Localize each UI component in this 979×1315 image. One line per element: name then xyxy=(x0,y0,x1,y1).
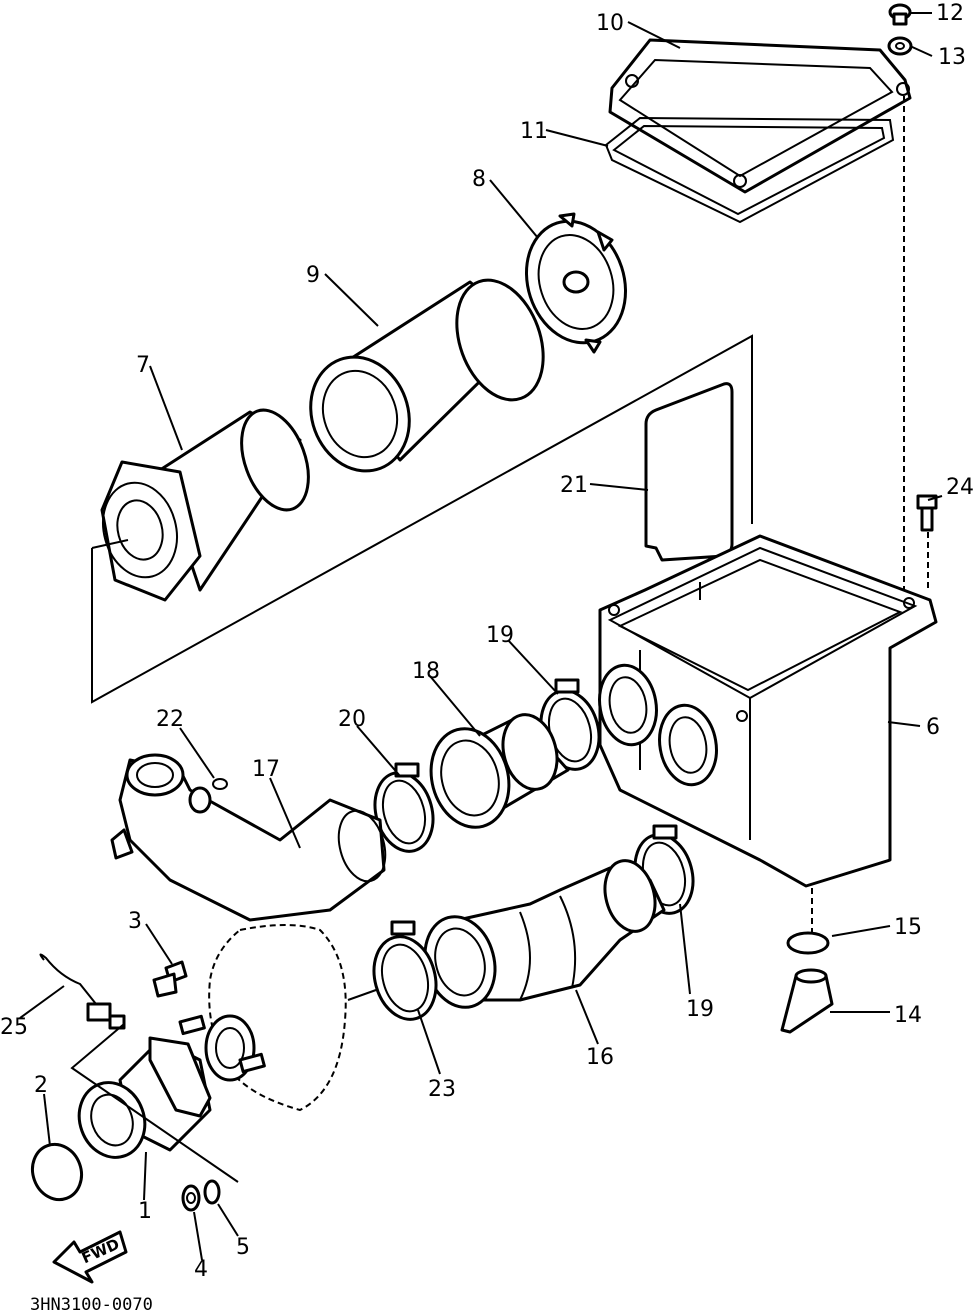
carburetor-joint xyxy=(77,1014,266,1159)
callout-22: 22 xyxy=(156,707,184,732)
callout-13: 13 xyxy=(938,45,966,70)
airbox-cover xyxy=(608,38,912,194)
callout-5: 5 xyxy=(236,1235,250,1260)
air-filter-case xyxy=(598,534,938,888)
cover-screw xyxy=(888,3,912,26)
hose-clip xyxy=(212,778,228,790)
air-filter-joint xyxy=(429,713,570,829)
assembly-line-sensor xyxy=(70,1023,239,1183)
screw-washer xyxy=(887,36,913,56)
callout-18: 18 xyxy=(412,659,440,684)
callout-12: 12 xyxy=(936,1,964,26)
element-cap xyxy=(524,212,628,354)
forward-arrow-icon: FWD xyxy=(52,1230,128,1284)
callout-19-lower: 19 xyxy=(686,997,714,1022)
callout-11: 11 xyxy=(520,119,548,144)
callout-6: 6 xyxy=(926,715,940,740)
joint-screw xyxy=(152,960,188,998)
leader-lines xyxy=(19,12,943,1261)
callout-23: 23 xyxy=(428,1077,456,1102)
callout-16: 16 xyxy=(586,1045,614,1070)
callout-15: 15 xyxy=(894,915,922,940)
callout-3: 3 xyxy=(128,909,142,934)
diagram-code: 3HN3100-0070 xyxy=(30,1295,153,1315)
callout-9: 9 xyxy=(306,263,320,288)
callout-8: 8 xyxy=(472,167,486,192)
drain-o-ring xyxy=(786,931,830,955)
joint-nut xyxy=(181,1184,201,1212)
assembly-line-guide xyxy=(91,539,129,549)
callout-7: 7 xyxy=(136,353,150,378)
joint-o-ring xyxy=(30,1142,84,1202)
drain-plug xyxy=(780,968,834,1034)
callout-10: 10 xyxy=(596,11,624,36)
intake-duct xyxy=(110,753,387,922)
case-bolt xyxy=(916,494,938,532)
callout-17: 17 xyxy=(252,757,280,782)
callout-24: 24 xyxy=(946,475,974,500)
cover-gasket xyxy=(604,116,895,224)
assembly-bracket-line xyxy=(91,334,753,704)
sensor-lead xyxy=(39,953,126,1030)
callout-20: 20 xyxy=(338,707,366,732)
joint-lock-washer xyxy=(203,1179,221,1205)
clamp-carb xyxy=(372,920,438,1021)
callout-14: 14 xyxy=(894,1003,922,1028)
callout-4: 4 xyxy=(194,1257,208,1282)
engine-phantom-outline xyxy=(208,924,347,1112)
callout-2: 2 xyxy=(34,1073,48,1098)
element-guide xyxy=(100,408,310,602)
lower-duct xyxy=(423,859,666,1009)
assembly-line-carb xyxy=(347,989,377,1001)
clamp-joint xyxy=(373,762,435,853)
air-filter-element xyxy=(309,278,545,473)
airbox-plate xyxy=(644,382,734,562)
callout-19-upper: 19 xyxy=(486,623,514,648)
callout-1: 1 xyxy=(138,1199,152,1224)
callout-25: 25 xyxy=(0,1015,28,1040)
callout-numbers: 10 12 13 11 8 9 7 21 24 19 18 6 22 20 17… xyxy=(0,1,974,1282)
callout-21: 21 xyxy=(560,473,588,498)
